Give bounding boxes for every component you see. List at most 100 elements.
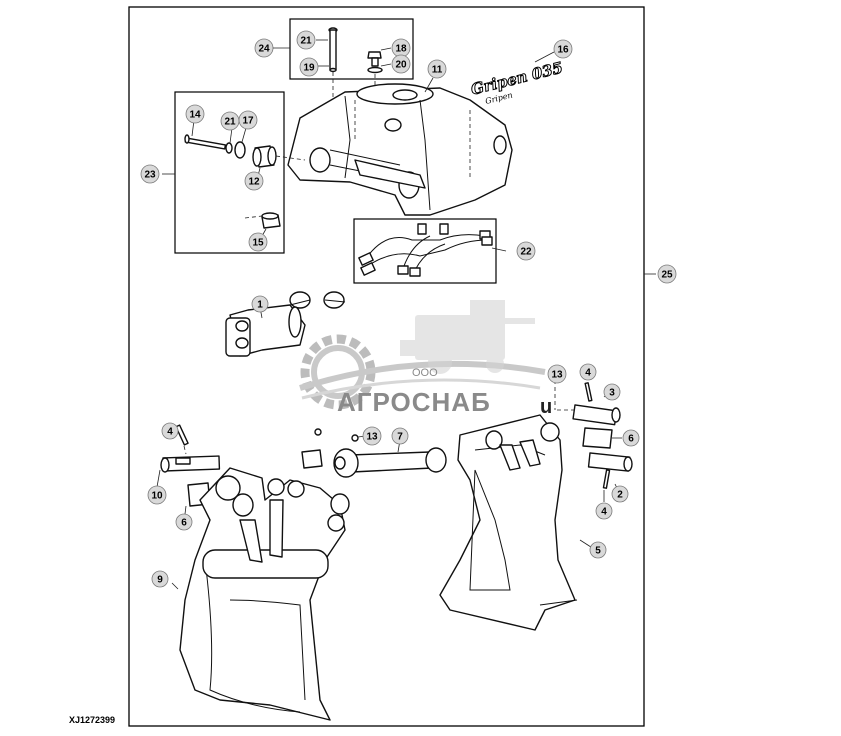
callout-bubble	[248, 232, 268, 252]
callout-c6a: 6	[175, 513, 193, 531]
split-pin-4-left	[175, 424, 189, 455]
bushing-12	[252, 145, 277, 177]
callout-c4c: 4	[595, 502, 613, 520]
split-pin-4-right-top	[584, 382, 593, 402]
bushing-6-right	[582, 427, 622, 449]
callout-number: 5	[595, 546, 601, 557]
callout-bubble	[611, 485, 629, 503]
callout-c19: 19	[299, 57, 319, 77]
callout-c18: 18	[391, 38, 411, 58]
callout-number: 4	[167, 427, 173, 438]
washer-21-17	[225, 127, 247, 159]
callout-c23: 23	[140, 164, 160, 184]
callout-bubble	[251, 295, 269, 313]
callout-number: 15	[252, 238, 264, 249]
callout-c4b: 4	[161, 422, 179, 440]
box-assembly-23	[174, 91, 285, 254]
callout-c21a: 21	[296, 30, 316, 50]
callout-bubble	[622, 429, 640, 447]
gripen-logo-decal: Gripen 035	[469, 58, 565, 99]
callout-bubble	[220, 111, 240, 131]
bolt-assembly-18	[367, 47, 392, 74]
callout-bubble	[362, 426, 382, 446]
callout-c5: 5	[589, 541, 607, 559]
callout-c20: 20	[391, 54, 411, 74]
hose-kit-22	[358, 223, 507, 277]
callout-number: 9	[157, 575, 163, 586]
split-pin-4-right-bottom	[602, 469, 611, 502]
watermark-logo	[299, 300, 546, 410]
callout-bubble	[657, 264, 677, 284]
watermark-suffix: u	[540, 396, 552, 418]
callout-bubble	[185, 104, 205, 124]
callout-layer: 1 23 4 4 4 5 6 6 7 9 10 11 12 13 13 14 15 16 17 18 19 20 21 21 2…	[140, 30, 677, 588]
pin-2	[587, 452, 633, 491]
callout-c25: 25	[657, 264, 677, 284]
callout-number: 18	[395, 44, 407, 55]
callout-c22: 22	[516, 241, 536, 261]
box-assembly-22	[353, 218, 497, 284]
callout-bubble	[140, 164, 160, 184]
callout-bubble	[516, 241, 536, 261]
callout-bubble	[175, 513, 193, 531]
callout-number: 21	[224, 117, 236, 128]
callout-c17: 17	[238, 110, 258, 130]
callout-bubble	[589, 541, 607, 559]
combine-harvester-icon	[400, 300, 535, 374]
rotator-bracket-11	[287, 83, 513, 216]
callout-number: 10	[151, 491, 163, 502]
callout-number: 16	[557, 45, 569, 56]
callout-bubble	[553, 39, 573, 59]
callout-number: 4	[585, 368, 591, 379]
callout-bubble	[296, 30, 316, 50]
callout-c9: 9	[151, 570, 169, 588]
callout-number: 21	[300, 36, 312, 47]
callout-bubble	[391, 54, 411, 74]
callout-c15: 15	[248, 232, 268, 252]
callout-number: 17	[242, 116, 254, 127]
callout-bubble	[427, 59, 447, 79]
callout-bubble	[391, 427, 409, 445]
callout-number: 11	[432, 65, 443, 76]
rotator-1	[225, 291, 346, 357]
callout-c1: 1	[251, 295, 269, 313]
callout-c24: 24	[254, 38, 274, 58]
callout-number: 20	[395, 60, 407, 71]
callout-c16: 16	[553, 39, 573, 59]
callout-number: 12	[248, 177, 260, 188]
link-7	[333, 439, 447, 478]
callout-number: 19	[303, 63, 315, 74]
callout-number: 13	[366, 432, 378, 443]
bushing-6-center	[301, 428, 323, 469]
watermark-prefix: ООО	[412, 367, 438, 379]
callout-number: 23	[144, 170, 156, 181]
callout-bubble	[595, 502, 613, 520]
callout-bubble	[299, 57, 319, 77]
callout-c7: 7	[391, 427, 409, 445]
pin-10	[156, 455, 221, 488]
callout-c13b: 13	[547, 364, 567, 384]
callout-c10: 10	[147, 485, 167, 505]
callout-bubble	[547, 364, 567, 384]
callout-c21b: 21	[220, 111, 240, 131]
callout-c4a: 4	[579, 363, 597, 381]
callout-number: 3	[609, 388, 615, 399]
callout-number: 14	[189, 110, 201, 121]
callout-c6b: 6	[622, 429, 640, 447]
bolt-14	[184, 119, 227, 150]
callout-number: 24	[258, 44, 270, 55]
bushing-15	[261, 212, 281, 237]
callout-c12: 12	[244, 171, 264, 191]
logo-brand-text: Gripen 035	[469, 58, 564, 98]
callout-bubble	[244, 171, 264, 191]
watermark-name: АГРОСНАБ	[337, 387, 491, 417]
callout-number: 22	[520, 247, 532, 258]
callout-number: 6	[181, 518, 187, 529]
callout-c14: 14	[185, 104, 205, 124]
outer-frame	[128, 6, 645, 727]
callout-c11: 11	[427, 59, 447, 79]
pin-assembly-19	[316, 27, 338, 73]
callout-bubble	[147, 485, 167, 505]
